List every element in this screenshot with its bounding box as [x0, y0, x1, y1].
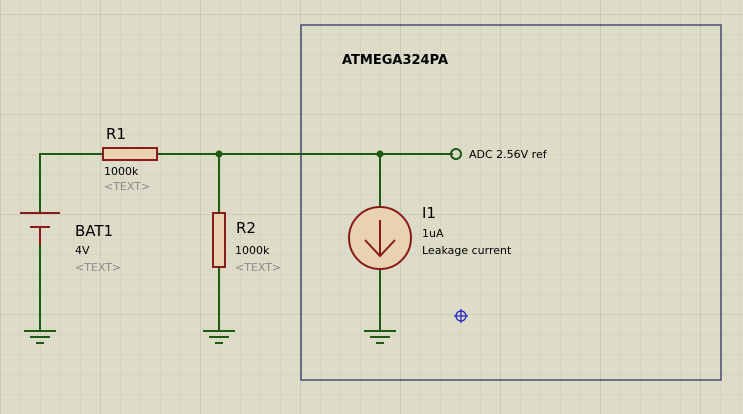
mcu-frame[interactable]: [300, 24, 722, 381]
i1-description: Leakage current: [422, 244, 512, 257]
mcu-frame-title: ATMEGA324PA: [342, 53, 448, 68]
r2-component[interactable]: R2 1000k <TEXT>: [212, 212, 281, 274]
origin-crosshair-icon: [454, 309, 468, 323]
wire-bat-top: [39, 153, 103, 213]
i1-value: 1uA: [422, 227, 444, 240]
r1-resistor-body[interactable]: [102, 147, 158, 161]
bat1-value: 4V: [75, 244, 90, 257]
r2-text-placeholder: <TEXT>: [235, 261, 281, 274]
junction-dot: [215, 150, 223, 158]
ground-i1-icon: [364, 330, 396, 344]
probe-label: ADC 2.56V ref: [469, 148, 548, 161]
bat1-component[interactable]: BAT1 4V <TEXT>: [20, 212, 121, 274]
i1-component[interactable]: I1 1uA Leakage current: [348, 204, 512, 270]
i1-name: I1: [422, 204, 436, 222]
r1-text-placeholder: <TEXT>: [104, 180, 150, 193]
r2-name: R2: [236, 219, 256, 237]
ground-bat-icon: [24, 330, 56, 344]
bat1-text-placeholder: <TEXT>: [75, 261, 121, 274]
junction-dot: [376, 150, 384, 158]
current-arrow-head-icon: [364, 239, 396, 258]
r1-component[interactable]: R1 1000k <TEXT>: [102, 125, 158, 193]
wires: [39, 153, 453, 330]
adc-probe[interactable]: ADC 2.56V ref: [450, 148, 548, 161]
r2-value: 1000k: [235, 244, 270, 257]
probe-terminal-icon[interactable]: [450, 148, 462, 160]
bat1-name: BAT1: [75, 222, 113, 240]
r2-resistor-body[interactable]: [212, 212, 226, 268]
r1-value: 1000k: [104, 165, 139, 178]
ground-r2-icon: [203, 330, 235, 344]
r1-name: R1: [106, 125, 126, 143]
